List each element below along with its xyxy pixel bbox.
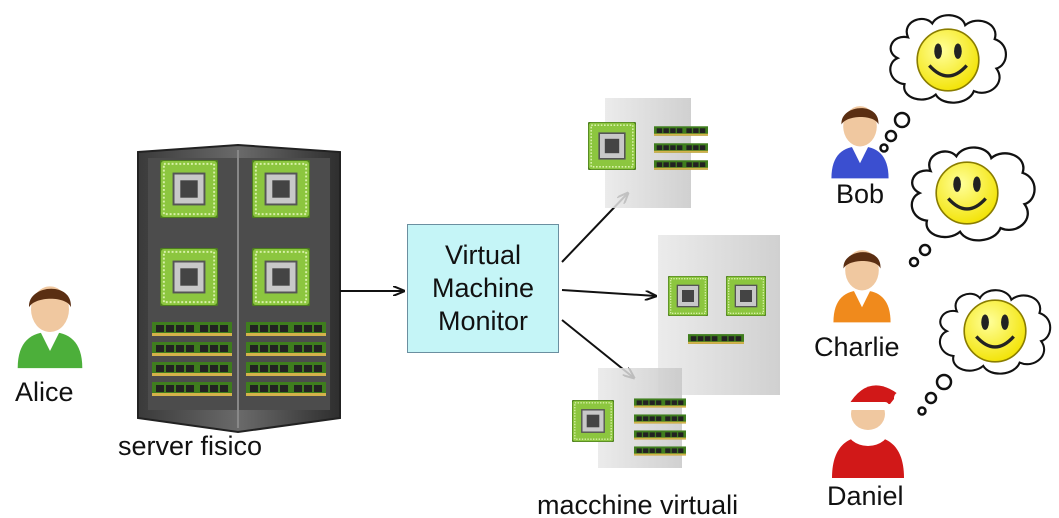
- vmm-label-line-1: Virtual: [444, 240, 522, 270]
- vmm-label-line-3: Monitor: [437, 306, 529, 336]
- label-alice: Alice: [15, 377, 74, 407]
- bob-thought-bubble-icon: [879, 13, 1008, 153]
- vmm-label-line-2: Machine: [431, 273, 535, 303]
- bob-second-thought-bubble-icon: [908, 146, 1036, 268]
- virtual-machine-monitor-box: Virtual Machine Monitor: [407, 224, 559, 353]
- physical-server-icon: [137, 143, 341, 434]
- label-bob: Bob: [836, 179, 884, 209]
- label-daniel: Daniel: [827, 481, 904, 511]
- virtual-machine-3-icon: [572, 368, 686, 468]
- label-server: server fisico: [118, 431, 262, 461]
- virtual-machine-1-icon: [588, 98, 708, 208]
- daniel-avatar-icon: [832, 385, 906, 478]
- label-vms: macchine virtuali: [537, 490, 738, 518]
- charlie-avatar-icon: [833, 250, 891, 323]
- alice-avatar-icon: [17, 286, 83, 369]
- charlie-thought-bubble-icon: [917, 288, 1052, 416]
- label-charlie: Charlie: [814, 332, 900, 362]
- bob-avatar-icon: [831, 106, 889, 179]
- arrow-vmm-to-vm-middle: [561, 289, 656, 296]
